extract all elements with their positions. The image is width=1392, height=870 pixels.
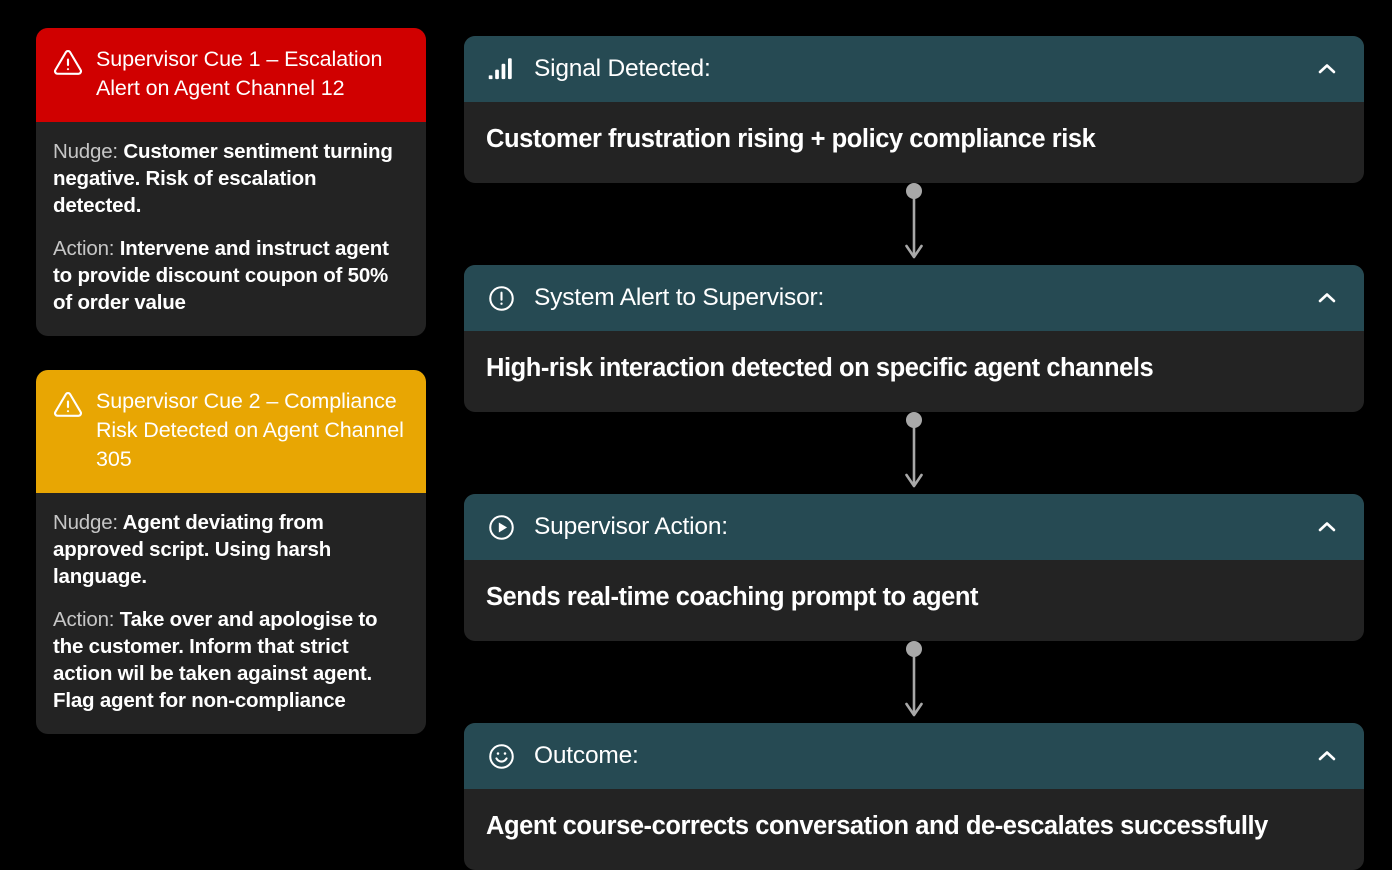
chevron-up-icon[interactable] xyxy=(1314,743,1340,769)
cue-2-nudge-label: Nudge: xyxy=(53,511,118,534)
flow-connector-2 xyxy=(464,412,1364,494)
cue-1-nudge-text: Customer sentiment turning negative. Ris… xyxy=(53,140,393,217)
warning-triangle-icon xyxy=(53,48,83,83)
cue-1-header: Supervisor Cue 1 – Escalation Alert on A… xyxy=(36,28,426,122)
chevron-up-icon[interactable] xyxy=(1314,514,1340,540)
cue-1-action-text: Intervene and instruct agent to provide … xyxy=(53,237,389,314)
cue-2-header: Supervisor Cue 2 – Compliance Risk Detec… xyxy=(36,370,426,493)
flow-step-1-body: Customer frustration rising + policy com… xyxy=(486,125,1096,153)
cue-1-nudge-label: Nudge: xyxy=(53,140,118,163)
flow-step-3-body: Sends real-time coaching prompt to agent xyxy=(486,583,979,611)
flow-step-outcome: Outcome: Agent course-corrects conversat… xyxy=(464,723,1364,870)
flow-step-4-header[interactable]: Outcome: xyxy=(464,723,1364,789)
cue-1-body: Nudge: Customer sentiment turning negati… xyxy=(36,122,426,336)
flow-step-system-alert: System Alert to Supervisor: High-risk in… xyxy=(464,265,1364,412)
flow-step-4-title: Outcome: xyxy=(534,742,639,769)
cue-1-action-label: Action: xyxy=(53,237,115,260)
flow-connector-1 xyxy=(464,183,1364,265)
cue-1-title: Supervisor Cue 1 – Escalation Alert on A… xyxy=(96,47,383,100)
cue-2-action: Action: Take over and apologise to the c… xyxy=(53,606,408,714)
smiley-face-icon xyxy=(484,739,518,773)
supervisor-cue-card-2[interactable]: Supervisor Cue 2 – Compliance Risk Detec… xyxy=(36,370,426,734)
flow-step-3-header[interactable]: Supervisor Action: xyxy=(464,494,1364,560)
flow-step-signal-detected: Signal Detected: Customer frustration ri… xyxy=(464,36,1364,183)
escalation-flow-column: Signal Detected: Customer frustration ri… xyxy=(464,36,1364,870)
cue-2-body: Nudge: Agent deviating from approved scr… xyxy=(36,493,426,734)
play-circle-icon xyxy=(484,510,518,544)
cue-2-title: Supervisor Cue 2 – Compliance Risk Detec… xyxy=(96,389,404,471)
alert-circle-icon xyxy=(484,281,518,315)
warning-triangle-icon xyxy=(53,390,83,425)
signal-bars-icon xyxy=(484,52,518,86)
chevron-up-icon[interactable] xyxy=(1314,56,1340,82)
flow-step-supervisor-action: Supervisor Action: Sends real-time coach… xyxy=(464,494,1364,641)
chevron-up-icon[interactable] xyxy=(1314,285,1340,311)
cue-1-nudge: Nudge: Customer sentiment turning negati… xyxy=(53,138,408,219)
cue-2-nudge: Nudge: Agent deviating from approved scr… xyxy=(53,509,408,590)
cue-1-action: Action: Intervene and instruct agent to … xyxy=(53,235,408,316)
flow-step-3-title: Supervisor Action: xyxy=(534,513,728,540)
flow-step-2-body: High-risk interaction detected on specif… xyxy=(486,354,1154,382)
supervisor-cue-card-1[interactable]: Supervisor Cue 1 – Escalation Alert on A… xyxy=(36,28,426,336)
cue-2-nudge-text: Agent deviating from approved script. Us… xyxy=(53,511,332,588)
flow-connector-3 xyxy=(464,641,1364,723)
cue-2-action-label: Action: xyxy=(53,608,115,631)
flow-step-4-body: Agent course-corrects conversation and d… xyxy=(486,812,1268,840)
supervisor-cues-column: Supervisor Cue 1 – Escalation Alert on A… xyxy=(36,28,426,768)
cue-2-action-text: Take over and apologise to the customer.… xyxy=(53,608,378,712)
flow-step-1-title: Signal Detected: xyxy=(534,55,711,82)
flow-step-2-header[interactable]: System Alert to Supervisor: xyxy=(464,265,1364,331)
flow-step-2-title: System Alert to Supervisor: xyxy=(534,284,825,311)
flow-step-1-header[interactable]: Signal Detected: xyxy=(464,36,1364,102)
